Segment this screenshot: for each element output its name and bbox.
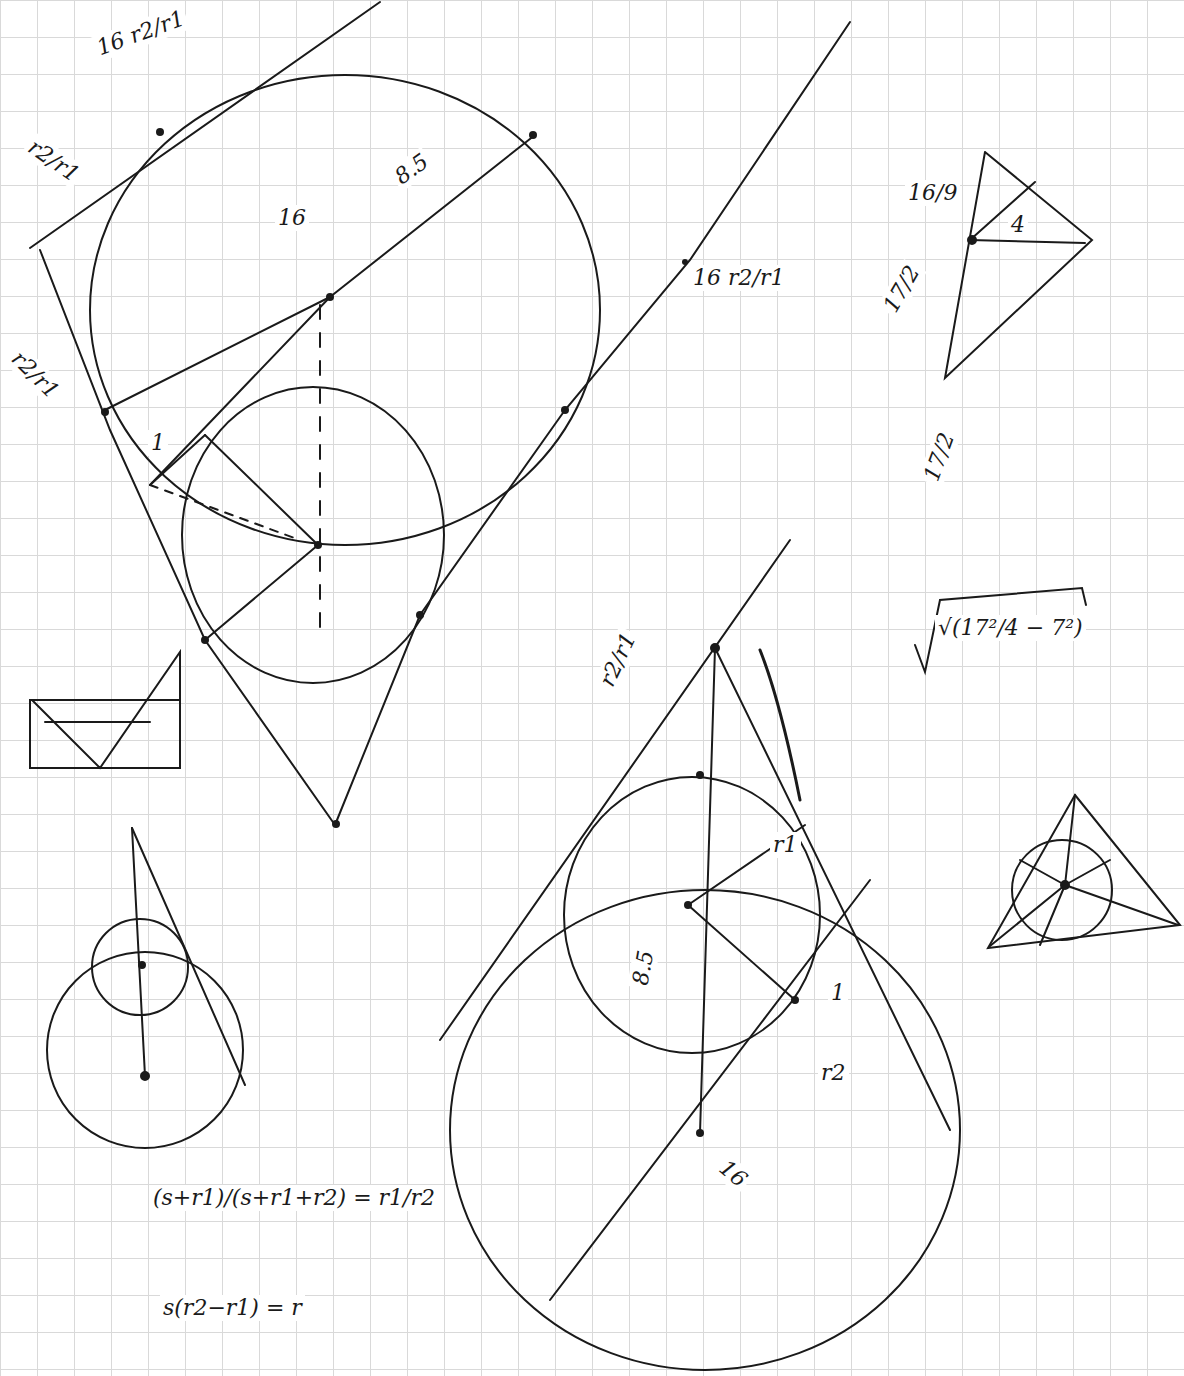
dashed-line — [319, 305, 321, 640]
sketch-annotation: 1 — [828, 980, 848, 1006]
small-sketch — [30, 652, 180, 768]
radius-line — [105, 297, 330, 410]
tangent-line — [40, 250, 335, 825]
sketch-annotation: 16/9 — [905, 180, 960, 206]
radical-sign — [915, 588, 1086, 672]
sketch-annotation: (s+r1)/(s+r1+r2) = r1/r2 — [150, 1185, 438, 1211]
sketch-annotation: 4 — [1008, 212, 1028, 238]
radius-line — [150, 297, 330, 485]
sketch-annotation: r2 — [818, 1060, 849, 1086]
tangent-line — [335, 22, 850, 825]
sketch-annotation: r2/r1 — [593, 626, 643, 694]
sketch-annotation: 16 — [275, 205, 309, 231]
sketch-annotation: r1 — [770, 832, 801, 858]
small-sketch — [47, 828, 245, 1148]
sketch-annotation: s(r2−r1) = r — [160, 1295, 305, 1321]
points — [101, 128, 688, 828]
sketch-annotation: 8.5 — [387, 147, 436, 192]
incircle-sketch — [988, 795, 1180, 948]
sketch-annotation: √(17²/4 − 7²) — [935, 615, 1086, 641]
large-circle — [90, 75, 600, 545]
sketch-annotation: 17/2 — [918, 427, 962, 488]
two-circle-figure — [440, 540, 960, 1370]
tangent-line — [30, 2, 380, 248]
sketch-annotation: r2/r1 — [4, 344, 67, 407]
sketch-annotation: 8.5 — [627, 945, 660, 990]
sketch-annotation: 1 — [148, 430, 168, 456]
sketch-annotation: 16 — [712, 1153, 755, 1195]
dashed-line — [150, 485, 300, 540]
sketch-annotation: 16 r2/r1 — [690, 265, 787, 291]
triangle-sketch — [945, 152, 1092, 378]
radius-line — [205, 435, 318, 545]
radius-line — [205, 545, 318, 640]
radius-line — [330, 135, 535, 297]
small-circle — [182, 387, 444, 683]
sketch-annotation: 16 r2/r1 — [91, 4, 192, 62]
sketch-annotation: r2/r1 — [20, 132, 86, 189]
sketch-annotation: 17/2 — [877, 259, 927, 320]
